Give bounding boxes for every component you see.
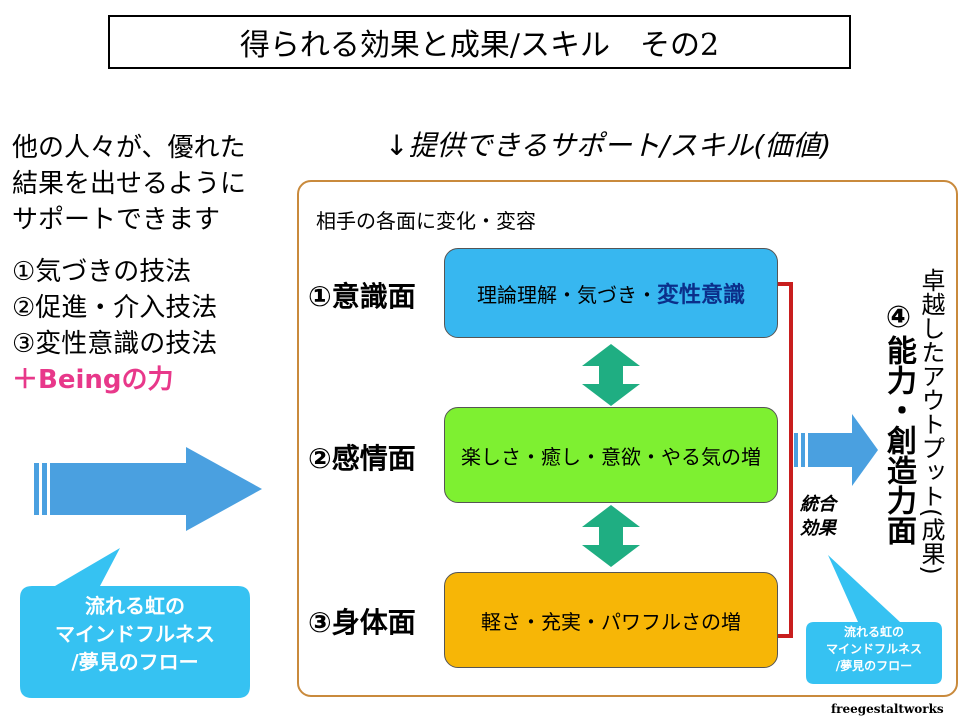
technique-item: ③変性意識の技法 (12, 329, 218, 359)
consciousness-box: 理論理解・気づき・変性意識 (444, 248, 778, 338)
callout-bubble-small (806, 555, 942, 684)
intro-line: 結果を出せるように (12, 169, 247, 199)
callout-text-small: 流れる虹の マインドフルネス /夢見のフロー (825, 625, 922, 673)
support-heading: ↓提供できるサポート/スキル(価値) (385, 129, 832, 162)
row-label-consciousness: ①意識面 (308, 280, 416, 313)
intro-text: 他の人々が、優れた 結果を出せるように サポートできます (12, 130, 246, 238)
double-arrow-icon (582, 505, 640, 567)
row-label-emotion: ②感情面 (308, 442, 416, 475)
being-power: ＋Beingの力 (12, 365, 174, 395)
row-label-body: ③身体面 (308, 606, 416, 639)
callout-bubble-large (20, 548, 250, 698)
big-right-arrow-icon (34, 447, 262, 531)
effect-line: 効果 (800, 518, 836, 539)
technique-list: ①気づきの技法 ②促進・介入技法 ③変性意識の技法 ＋Beingの力 (12, 254, 217, 398)
technique-item: ①気づきの技法 (12, 257, 192, 287)
intro-line: サポートできます (12, 205, 221, 235)
technique-item: ②促進・介入技法 (12, 293, 218, 323)
body-box: 軽さ・充実・パワフルさの増 (444, 572, 778, 668)
emotion-box: 楽しさ・癒し・意欲・やる気の増 (444, 407, 778, 503)
effect-line: 統合 (800, 494, 836, 515)
excellent-output-label: 卓越したアウトプット(成果) (917, 268, 945, 575)
consciousness-text: 理論理解・気づき・ (476, 282, 657, 307)
integration-bracket (778, 282, 793, 638)
callout-text-large: 流れる虹の マインドフルネス /夢見のフロー (55, 594, 215, 674)
credit: freegestaltworks (831, 702, 944, 716)
small-right-arrow-icon (794, 414, 878, 486)
intro-line: 他の人々が、優れた (12, 133, 246, 163)
page-title: 得られる効果と成果/スキル その2 (108, 15, 851, 69)
change-heading: 相手の各面に変化・変容 (316, 209, 536, 233)
double-arrow-icon (582, 344, 640, 406)
altered-state-text: 変性意識 (656, 283, 745, 308)
integration-effect-label: 統合 効果 (800, 493, 836, 541)
ability-creativity-label: ④能力・創造力面 (881, 300, 916, 545)
